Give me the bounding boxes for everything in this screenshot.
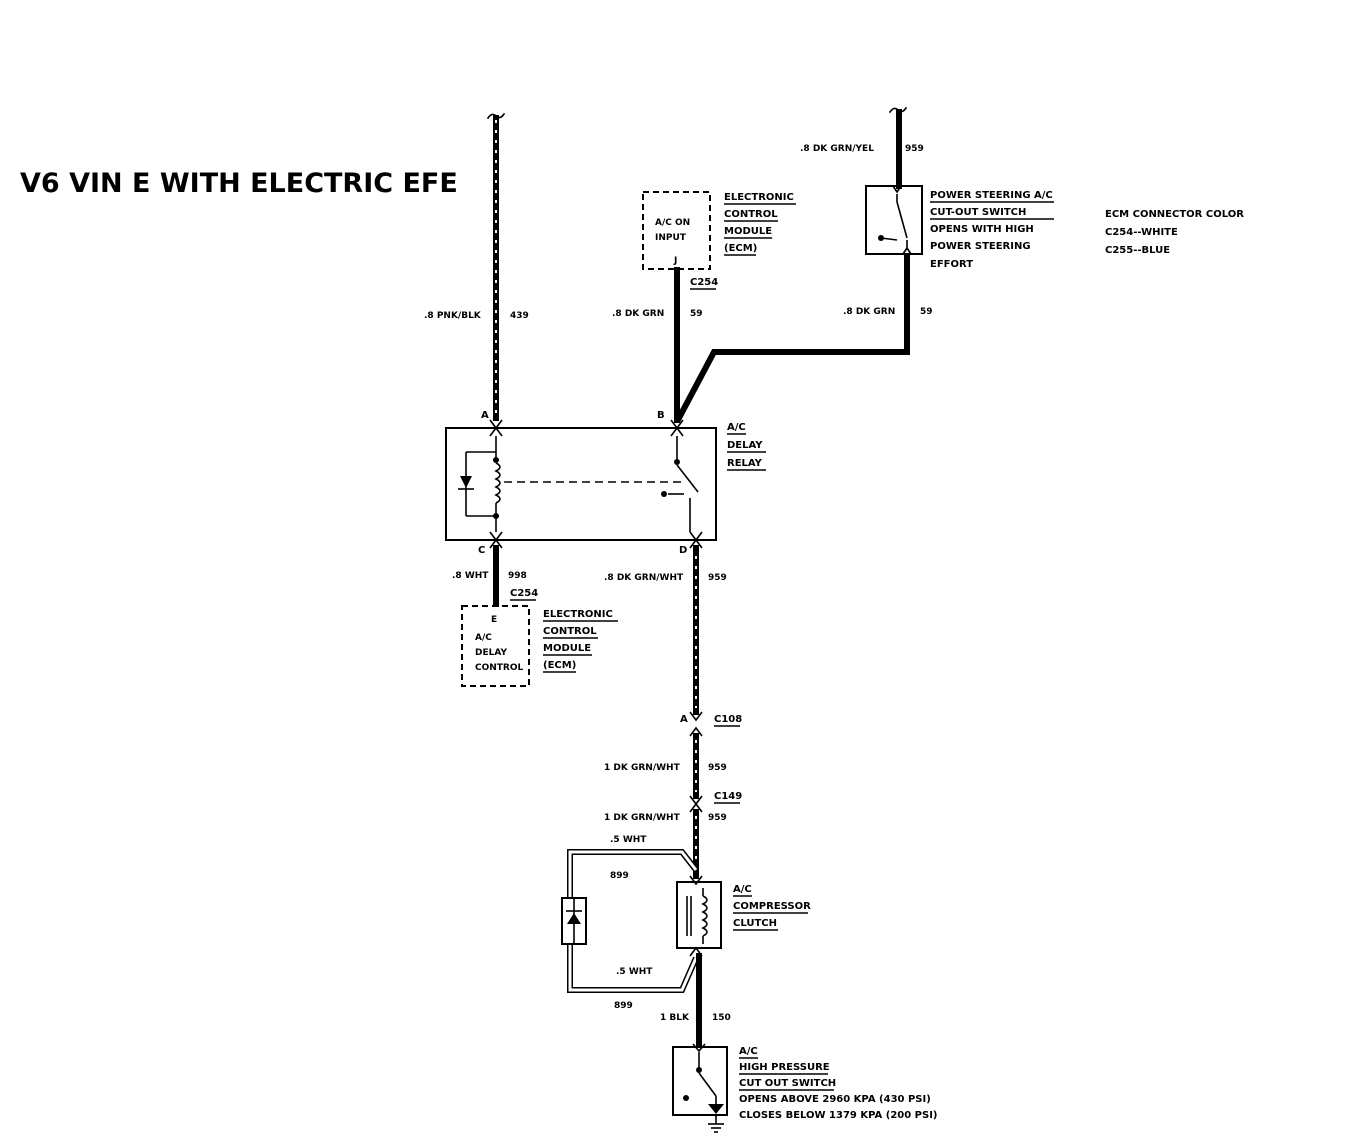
- wire-150-circuit: 150: [712, 1013, 731, 1023]
- wire-959-lower-label: 1 DK GRN/WHT: [604, 813, 681, 823]
- ecm-top-pin-j: J: [673, 256, 677, 266]
- ecm-bottom-pin-e: E: [491, 615, 497, 625]
- wire-959-mid-label: 1 DK GRN/WHT: [604, 763, 681, 773]
- wire-439-label: .8 PNK/BLK: [424, 311, 482, 321]
- wire-899-top-circuit: 899: [610, 871, 629, 881]
- ecm-color-c254: C254--WHITE: [1105, 227, 1178, 238]
- ecm-bottom-input-line3: CONTROL: [475, 663, 524, 673]
- wire-998-wht: .8 WHT 998 C254: [452, 545, 538, 607]
- ps-switch-line5: EFFORT: [930, 259, 973, 270]
- wire-59-ecm-label: .8 DK GRN: [612, 309, 664, 319]
- ecm-bottom-module: E A/C DELAY CONTROL ELECTRONIC CONTROL M…: [461, 605, 618, 687]
- connector-c108: A C108: [680, 711, 742, 737]
- wire-59-ps: .8 DK GRN 59: [674, 253, 933, 423]
- wire-899-bottom-circuit: 899: [614, 1001, 633, 1011]
- wire-959-mid-circuit: 959: [708, 763, 727, 773]
- wire-998-circuit: 998: [508, 571, 527, 581]
- ps-switch-line4: POWER STEERING: [930, 241, 1031, 252]
- relay-name-line3: RELAY: [727, 458, 763, 469]
- ecm-top-connector: C254: [690, 277, 718, 288]
- ecm-connector-color-note: ECM CONNECTOR COLOR C254--WHITE C255--BL…: [1105, 209, 1244, 256]
- ecm-top-input-line2: INPUT: [655, 233, 687, 243]
- wire-998-label: .8 WHT: [452, 571, 489, 581]
- ps-switch-line1: POWER STEERING A/C: [930, 190, 1053, 201]
- relay-pin-c: C: [478, 545, 485, 556]
- ecm-bottom-name-line3: MODULE: [543, 643, 591, 654]
- ecm-top-name-line4: (ECM): [724, 243, 757, 254]
- clutch-name-line2: COMPRESSOR: [733, 901, 811, 912]
- ecm-bottom-input-line1: A/C: [475, 633, 492, 643]
- wire-59-ps-label: .8 DK GRN: [843, 307, 895, 317]
- clutch-name-line3: CLUTCH: [733, 918, 777, 929]
- wire-150-label: 1 BLK: [660, 1013, 690, 1023]
- wire-899-top-label: .5 WHT: [610, 835, 647, 845]
- wire-959-mid: 1 DK GRN/WHT 959: [604, 733, 727, 799]
- wire-959-dk-grn-yel: .8 DK GRN/YEL 959: [800, 106, 924, 189]
- ps-switch-line3: OPENS WITH HIGH: [930, 224, 1034, 235]
- ecm-bottom-name-line2: CONTROL: [543, 626, 597, 637]
- wire-899-bottom-label: .5 WHT: [616, 967, 653, 977]
- ecm-bottom-input-line2: DELAY: [475, 648, 507, 658]
- c149-name: C149: [714, 791, 742, 802]
- wire-439-pnk-blk: .8 PNK/BLK 439: [424, 112, 529, 421]
- ecm-top-name-line2: CONTROL: [724, 209, 778, 220]
- relay-pin-b: B: [657, 410, 665, 421]
- hp-switch-name-line3: CUT OUT SWITCH: [739, 1078, 836, 1089]
- wire-959-top-label: .8 DK GRN/YEL: [800, 144, 874, 154]
- hp-switch-name-line2: HIGH PRESSURE: [739, 1062, 830, 1073]
- diagram-title: V6 VIN E WITH ELECTRIC EFE: [20, 168, 458, 199]
- wire-59-ecm: .8 DK GRN 59: [612, 267, 703, 423]
- relay-name-line2: DELAY: [727, 440, 763, 451]
- wire-59-ecm-circuit: 59: [690, 309, 703, 319]
- ecm-bottom-name-line4: (ECM): [543, 660, 576, 671]
- ecm-color-heading: ECM CONNECTOR COLOR: [1105, 209, 1244, 220]
- hp-switch-name-line1: A/C: [739, 1046, 758, 1057]
- c108-pin-a: A: [680, 714, 688, 725]
- relay-name-line1: A/C: [727, 422, 746, 433]
- ecm-top-module: A/C ON INPUT J ELECTRONIC CONTROL MODULE…: [642, 191, 796, 290]
- wire-959-d-label: .8 DK GRN/WHT: [604, 573, 684, 583]
- wire-959-top-circuit: 959: [905, 144, 924, 154]
- clutch-name-line1: A/C: [733, 884, 752, 895]
- ecm-top-name-line3: MODULE: [724, 226, 772, 237]
- relay-pin-d: D: [679, 545, 687, 556]
- ac-compressor-clutch: A/C COMPRESSOR CLUTCH: [676, 875, 811, 957]
- hp-switch-spec-close: CLOSES BELOW 1379 KPA (200 PSI): [739, 1110, 938, 1121]
- wire-59-ps-circuit: 59: [920, 307, 933, 317]
- clutch-diode-loop: .5 WHT 899 .5 WHT 899: [561, 835, 699, 1011]
- hp-switch-spec-open: OPENS ABOVE 2960 KPA (430 PSI): [739, 1094, 931, 1105]
- power-steering-cutout-switch: POWER STEERING A/C CUT-OUT SWITCH OPENS …: [865, 185, 1054, 270]
- ecm-color-c255: C255--BLUE: [1105, 245, 1170, 256]
- connector-c149: C149: [689, 791, 742, 813]
- ac-delay-relay: A B C D A/C DELAY: [445, 410, 766, 556]
- wire-959-lower-circuit: 959: [708, 813, 727, 823]
- wire-150-blk: 1 BLK 150: [660, 953, 731, 1047]
- wire-959-d-circuit: 959: [708, 573, 727, 583]
- c108-name: C108: [714, 714, 742, 725]
- ecm-bottom-name-line1: ELECTRONIC: [543, 609, 613, 620]
- ecm-top-name-line1: ELECTRONIC: [724, 192, 794, 203]
- ecm-top-input-line1: A/C ON: [655, 218, 690, 228]
- ecm-bottom-connector: C254: [510, 588, 538, 599]
- wire-439-circuit: 439: [510, 311, 529, 321]
- ps-switch-line2: CUT-OUT SWITCH: [930, 207, 1026, 218]
- wire-959-d: .8 DK GRN/WHT 959: [604, 545, 727, 715]
- relay-pin-a: A: [481, 410, 489, 421]
- ac-high-pressure-cutout-switch: A/C HIGH PRESSURE CUT OUT SWITCH OPENS A…: [672, 1043, 938, 1133]
